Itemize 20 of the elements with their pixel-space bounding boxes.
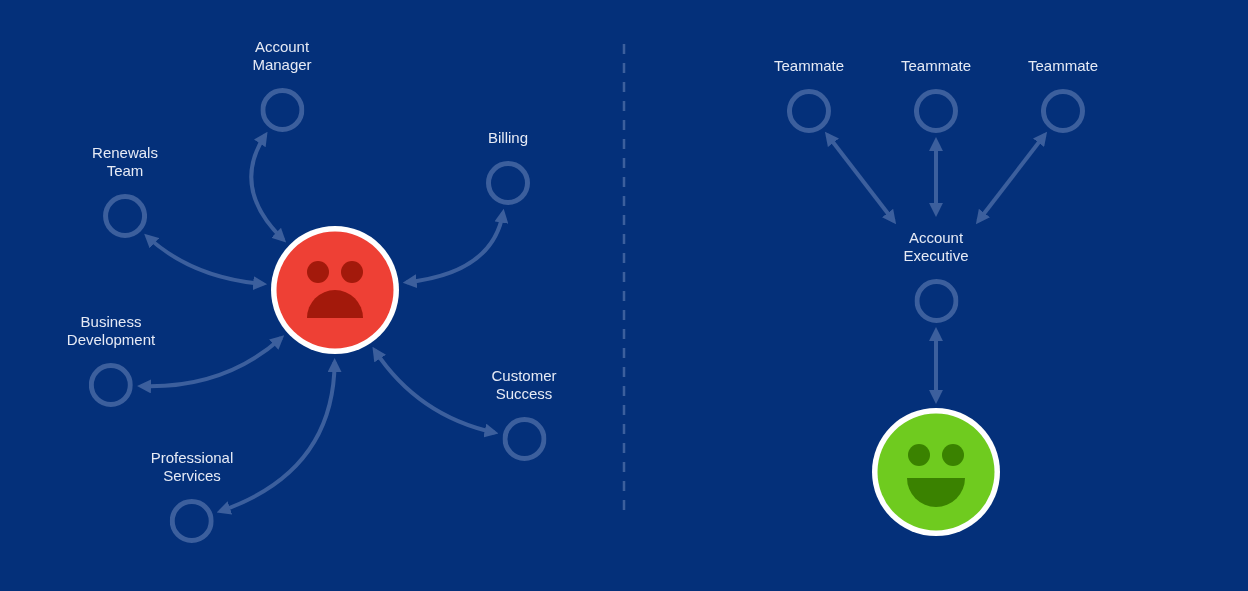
double-headed-arrow [372, 346, 499, 437]
node-label: Account Executive [903, 229, 969, 265]
node-label: Renewals Team [92, 144, 158, 180]
node-label: Teammate [901, 57, 971, 75]
node-label: Teammate [1028, 57, 1098, 75]
double-headed-arrow [824, 131, 897, 225]
double-headed-arrow [249, 131, 287, 243]
node-label: Teammate [774, 57, 844, 75]
double-headed-arrow [929, 327, 943, 404]
double-headed-arrow [216, 358, 342, 515]
node-label: Billing [488, 129, 528, 147]
double-headed-arrow [929, 137, 943, 217]
double-headed-arrow [137, 335, 285, 394]
double-headed-arrow [144, 233, 268, 290]
double-headed-arrow [402, 208, 508, 288]
double-headed-arrow [975, 131, 1048, 225]
node-label: Customer Success [491, 367, 557, 403]
node-label: Professional Services [150, 449, 234, 485]
node-label: Account Manager [252, 38, 312, 74]
node-label: Business Development [66, 313, 156, 349]
